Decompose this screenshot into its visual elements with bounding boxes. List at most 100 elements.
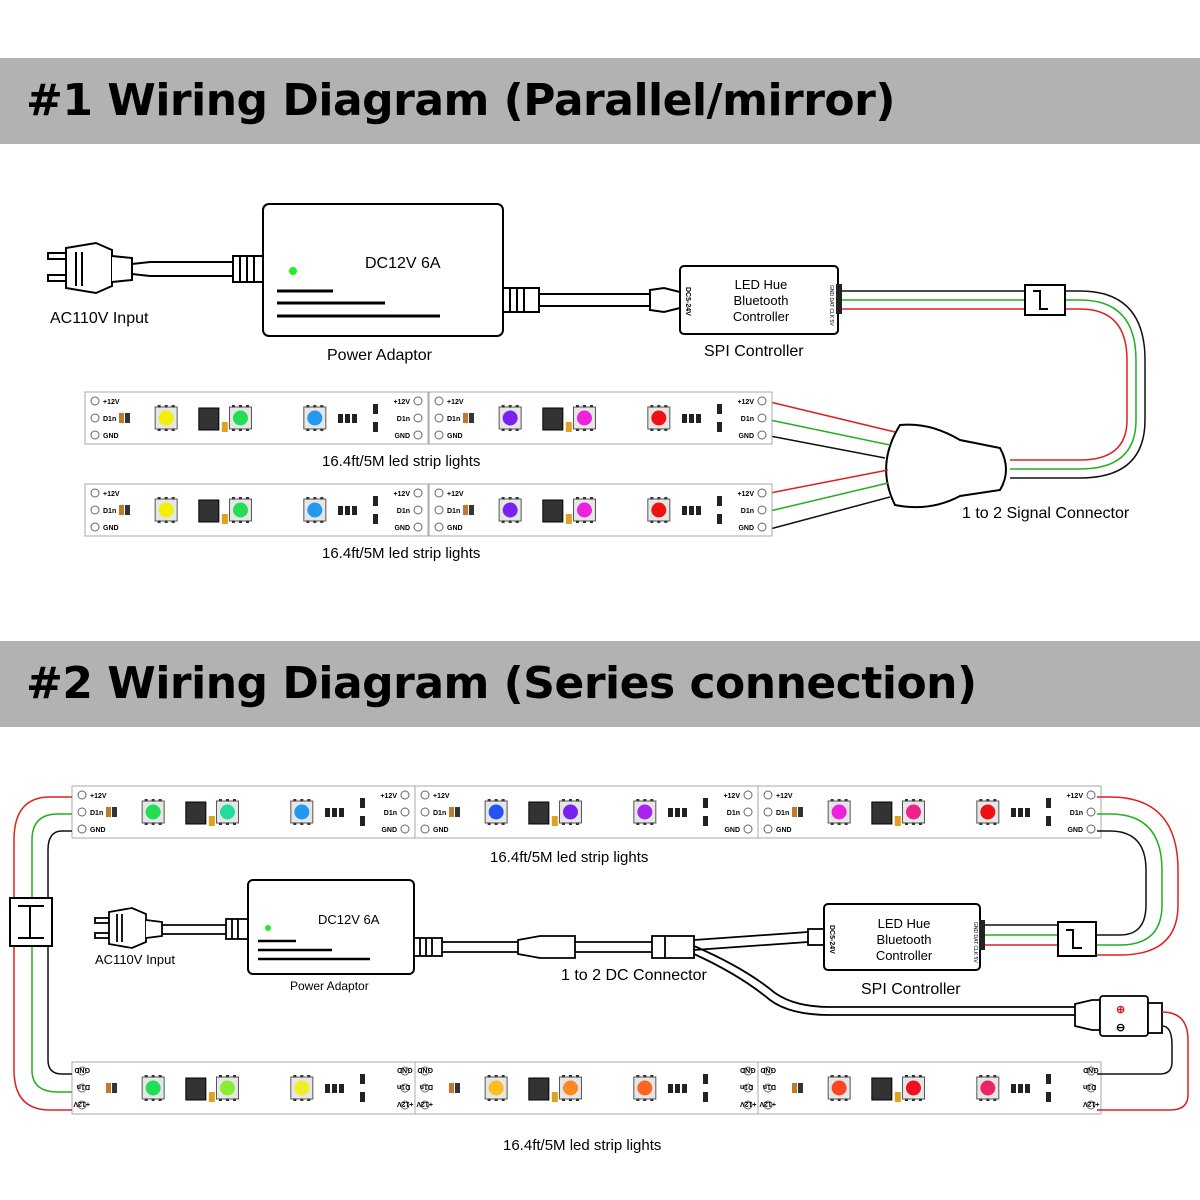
pad-label: +12V	[103, 491, 120, 498]
pad-label: GND	[103, 525, 119, 532]
pad-label: GND	[394, 433, 410, 440]
adaptor-rating-2: DC12V 6A	[318, 912, 380, 927]
led-s2-bot-2-2	[976, 1075, 1000, 1101]
led-s2-top-2-2	[976, 799, 1000, 825]
strip-caption-bottom: 16.4ft/5M led strip lights	[503, 1137, 661, 1154]
strip-caption-top: 16.4ft/5M led strip lights	[490, 849, 648, 866]
led-s1-0-b-0	[498, 405, 522, 431]
led-s2-top-1-1	[558, 799, 582, 825]
controller2-pins: GND DAT CLK 5V	[972, 922, 978, 963]
section2-bottom-strip: GND D1n +12V GND D1n +12V GND D1n +12V GND D1n +12V…	[71, 1061, 1102, 1115]
pad-label: +12V	[737, 399, 754, 406]
section2-title: #2 Wiring Diagram (Series connection)	[26, 658, 977, 709]
pad-label: D1n	[397, 416, 410, 423]
power-adaptor-2: DC12V 6A	[247, 879, 415, 975]
pad-label: GND	[447, 433, 463, 440]
pad-label: GND	[724, 827, 740, 834]
led-s2-top-0-1	[215, 799, 239, 825]
pad-label: D1n	[1070, 810, 1083, 817]
ac-input-label: AC110V Input	[50, 310, 149, 327]
led-s2-bot-0-0	[141, 1075, 165, 1101]
pad-label: +12V	[447, 399, 464, 406]
signal-connector-label: 1 to 2 Signal Connector	[962, 505, 1130, 522]
minus-terminal-icon: ⊖	[1116, 1022, 1125, 1034]
pad-label: +12V	[380, 793, 397, 800]
led-s1-0-a-0	[154, 405, 178, 431]
pad-label: GND	[397, 1066, 413, 1073]
led-s2-top-2-1	[901, 799, 925, 825]
pad-label: GND	[1083, 1066, 1099, 1073]
plus-terminal-icon: ⊕	[1116, 1004, 1125, 1016]
led-s2-top-0-0	[141, 799, 165, 825]
pad-label: GND	[103, 433, 119, 440]
strip-caption-1: 16.4ft/5M led strip lights	[322, 453, 480, 470]
pad-label: D1n	[741, 508, 754, 515]
pad-label: D1n	[384, 810, 397, 817]
dc-splitter	[413, 928, 1163, 1037]
led-s2-bot-1-1	[558, 1075, 582, 1101]
pad-label: GND	[738, 525, 754, 532]
pad-label: GND	[381, 827, 397, 834]
pad-label: D1n	[1083, 1083, 1096, 1090]
led-s1-1-a-0	[154, 497, 178, 523]
led-s2-top-1-0	[484, 799, 508, 825]
led-s2-top-1-2	[633, 799, 657, 825]
led-s2-bot-1-2	[633, 1075, 657, 1101]
pad-label: D1n	[90, 810, 103, 817]
pad-label: GND	[394, 525, 410, 532]
pad-label: D1n	[727, 810, 740, 817]
power-adaptor: DC12V 6A	[262, 203, 504, 337]
pad-label: D1n	[397, 1083, 410, 1090]
led-s2-bot-2-1	[901, 1075, 925, 1101]
led-s1-1-a-1	[228, 497, 252, 523]
pad-label: D1n	[776, 810, 789, 817]
pad-label: GND	[90, 827, 106, 834]
pad-label: D1n	[740, 1083, 753, 1090]
power-led-icon-2	[265, 925, 271, 931]
led-s2-bot-0-2	[290, 1075, 314, 1101]
pad-label: +12V	[73, 1100, 90, 1107]
signal-splitter	[769, 401, 1007, 530]
controller2-line-1: LED Hue	[878, 916, 931, 931]
controller-line-1: LED Hue	[735, 277, 788, 292]
pad-label: D1n	[103, 416, 116, 423]
ac-input-label-2: AC110V Input	[95, 952, 175, 967]
pad-label: GND	[740, 1066, 756, 1073]
led-s1-1-b-2	[647, 497, 671, 523]
spi-controller-label: SPI Controller	[704, 343, 804, 360]
pad-label: D1n	[103, 508, 116, 515]
strip-caption-2: 16.4ft/5M led strip lights	[322, 545, 480, 562]
pad-label: +12V	[1066, 793, 1083, 800]
pad-label: D1n	[420, 1083, 433, 1090]
pad-label: GND	[776, 827, 792, 834]
controller-line-2: Bluetooth	[734, 293, 789, 308]
power-adaptor-label: Power Adaptor	[327, 347, 433, 364]
pad-label: +12V	[397, 1100, 414, 1107]
led-s2-top-0-2	[290, 799, 314, 825]
section2-top-strip: +12VD1nGND+12VD1nGND+12VD1nGND+12VD1nGND…	[71, 785, 1102, 839]
led-s1-0-b-2	[647, 405, 671, 431]
pad-label: GND	[74, 1066, 90, 1073]
pad-label: D1n	[447, 508, 460, 515]
power-led-icon	[289, 267, 297, 275]
led-s1-0-b-1	[572, 405, 596, 431]
pad-label: +12V	[416, 1100, 433, 1107]
pad-label: +12V	[776, 793, 793, 800]
jst-connector	[1024, 284, 1066, 316]
pad-label: +12V	[759, 1100, 776, 1107]
pad-label: D1n	[397, 508, 410, 515]
ac-plug-icon-2	[94, 907, 249, 949]
signal-wires	[842, 290, 1146, 479]
dc-connector-label: 1 to 2 DC Connector	[561, 967, 708, 984]
led-s2-top-2-0	[827, 799, 851, 825]
section2-diagram: +12VD1nGND+12VD1nGND+12VD1nGND+12VD1nGND…	[9, 785, 1189, 1154]
controller2-line-3: Controller	[876, 948, 933, 963]
spi-controller: LED Hue Bluetooth Controller DC5-24V GND…	[679, 265, 842, 335]
pad-label: +12V	[740, 1100, 757, 1107]
